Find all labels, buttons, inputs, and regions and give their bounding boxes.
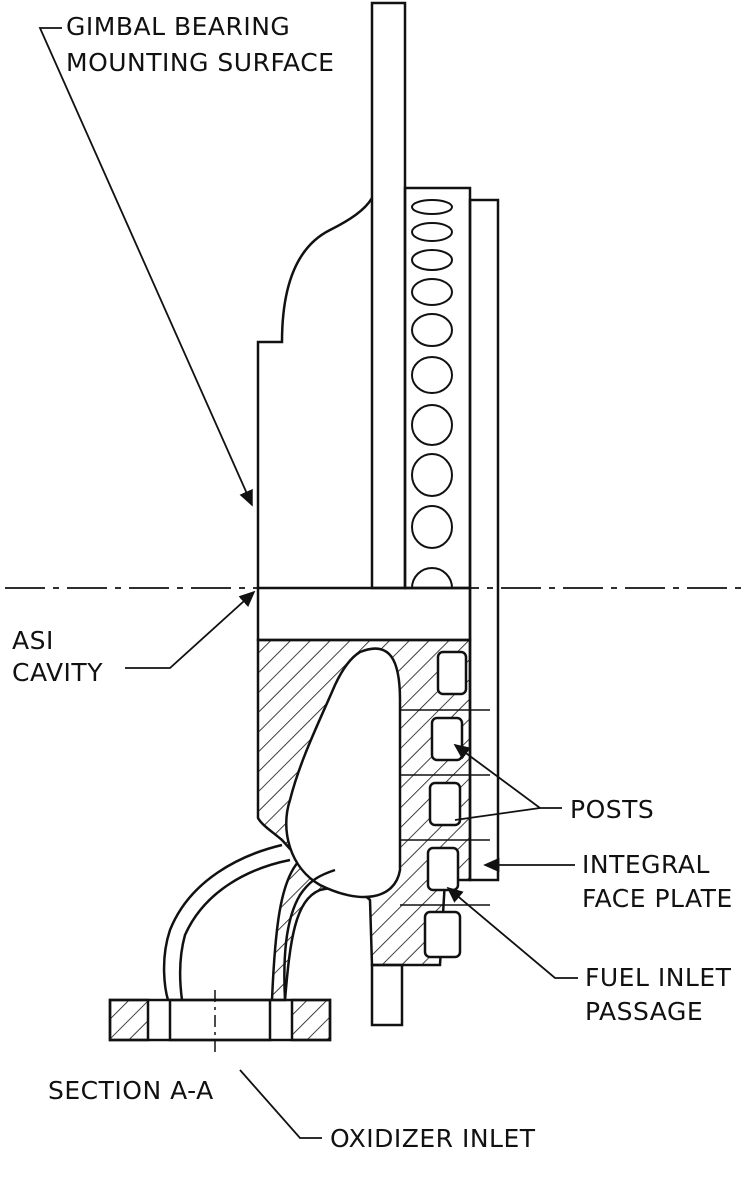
label-face-plate-1: INTEGRAL [582, 850, 710, 879]
fuel-stem [370, 963, 404, 1027]
asi-cavity-box [256, 586, 472, 642]
asi-leader [125, 590, 256, 669]
label-asi-1: ASI [12, 626, 54, 655]
gimbal-leader [38, 27, 253, 507]
fuel-leader [446, 886, 578, 979]
post-pockets [423, 650, 468, 959]
label-face-plate-2: FACE PLATE [582, 884, 733, 913]
label-section: SECTION A-A [48, 1076, 214, 1105]
oxidizer-elbow-outer [162, 843, 283, 1001]
label-fuel-2: PASSAGE [585, 997, 704, 1026]
dome-wall [256, 197, 374, 588]
outer-ring [468, 198, 500, 882]
label-gimbal-2: MOUNTING SURFACE [66, 48, 335, 77]
label-posts: POSTS [570, 795, 655, 824]
posts-leader-2 [454, 807, 541, 821]
label-asi-2: CAVITY [12, 658, 103, 687]
injector-plate-upper [403, 186, 472, 590]
label-gimbal-1: GIMBAL BEARING [66, 12, 291, 41]
injector-holes [411, 199, 453, 589]
center-column [370, 1, 407, 590]
oxidizer-leader [239, 1069, 322, 1139]
oxidizer-dome-cavity [285, 647, 402, 899]
label-fuel-1: FUEL INLET [585, 963, 732, 992]
label-oxidizer: OXIDIZER INLET [330, 1124, 536, 1153]
